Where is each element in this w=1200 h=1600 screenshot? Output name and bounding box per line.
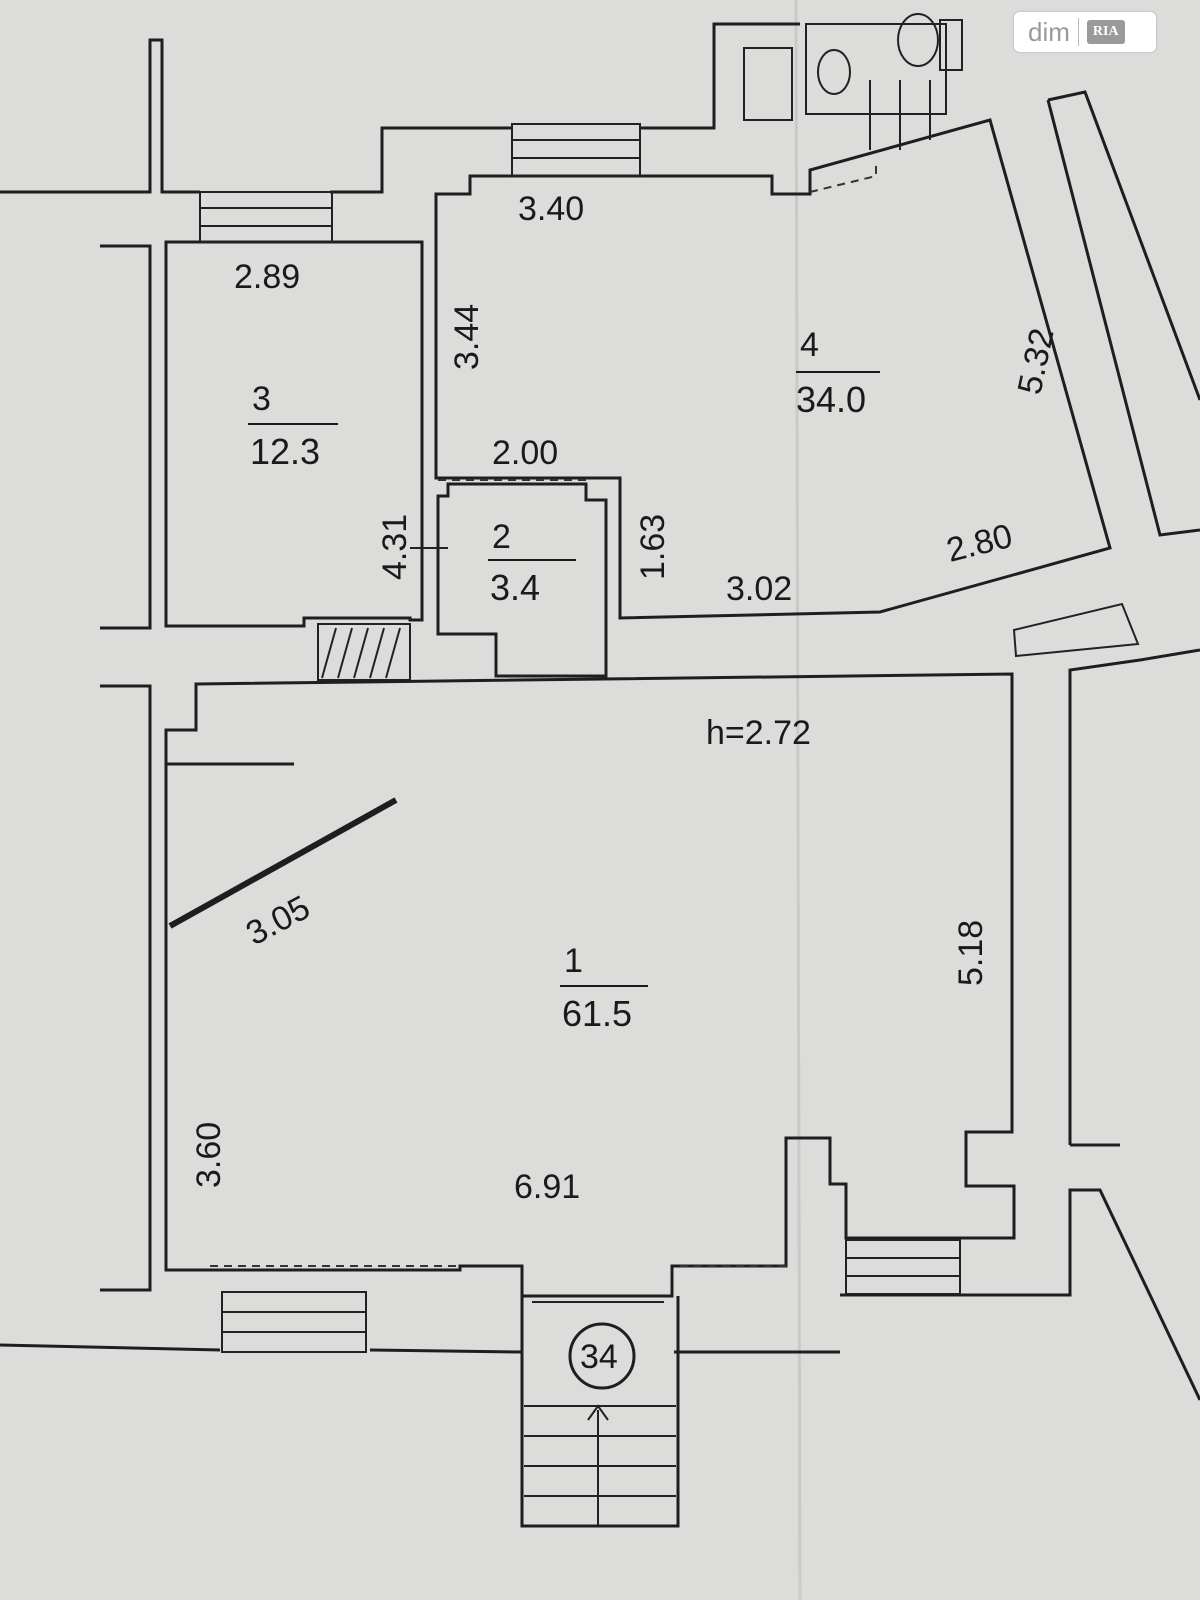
room-3-label: 3 12.3 <box>248 380 338 472</box>
svg-text:4: 4 <box>800 326 819 364</box>
entrance-stairs <box>520 1296 680 1528</box>
svg-text:12.3: 12.3 <box>250 431 320 472</box>
logo-text-dim: dim <box>1028 16 1070 47</box>
room-1-label: 1 61.5 <box>560 942 648 1034</box>
dim-room1-left: 3.60 <box>190 1122 228 1188</box>
dim-room2-top: 2.00 <box>492 434 558 472</box>
room-1-walls <box>164 672 1016 1298</box>
dim-room4-bottom: 3.02 <box>726 570 792 608</box>
svg-text:3.4: 3.4 <box>490 567 540 608</box>
dim-room1-right: 5.18 <box>952 920 990 986</box>
entrance-number-circle <box>568 1322 636 1390</box>
bathroom-fixtures <box>743 13 963 150</box>
entrance-number: 34 <box>580 1338 618 1376</box>
dim-room1-bottom: 6.91 <box>514 1168 580 1206</box>
dim-room4-right: 5.32 <box>1011 325 1062 398</box>
dim-room4-top: 3.40 <box>518 190 584 228</box>
room-3-door <box>317 623 411 681</box>
dimria-logo[interactable]: dim RIA <box>1014 12 1156 52</box>
room-4-window <box>511 123 641 177</box>
small-bench <box>1012 602 1140 658</box>
room-2-walls <box>436 482 608 678</box>
logo-text-ria: RIA <box>1086 20 1125 44</box>
dim-room3-side: 4.31 <box>376 514 414 580</box>
room-1-window-right <box>845 1239 961 1295</box>
room-4-door-swing <box>809 162 877 193</box>
svg-text:34.0: 34.0 <box>796 379 866 420</box>
dim-room1-diagonal: 3.05 <box>240 888 316 953</box>
outer-walls <box>0 22 1200 1401</box>
ceiling-height: h=2.72 <box>706 714 811 752</box>
room-3-walls <box>164 240 424 628</box>
dim-room4-left: 3.44 <box>448 304 486 370</box>
svg-text:61.5: 61.5 <box>562 993 632 1034</box>
paper-fold-line <box>794 0 802 1600</box>
room-3-window <box>199 191 333 243</box>
room-2-label: 2 3.4 <box>488 518 576 608</box>
room-4-label: 4 34.0 <box>796 326 880 420</box>
svg-text:3: 3 <box>252 380 271 418</box>
dim-room3-top: 2.89 <box>234 258 300 296</box>
dim-room4-diagonal: 2.80 <box>943 517 1016 570</box>
room-1-window-left <box>221 1291 367 1353</box>
room-1-diagonal-wall <box>168 797 398 929</box>
logo-separator <box>1077 18 1079 46</box>
dim-room2-side: 1.63 <box>634 514 672 580</box>
svg-text:2: 2 <box>492 518 511 556</box>
svg-text:1: 1 <box>564 942 583 980</box>
